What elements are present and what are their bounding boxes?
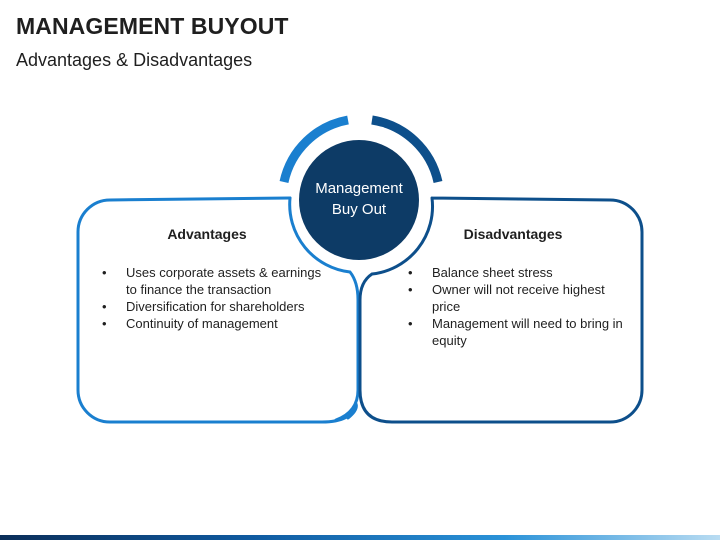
list-item: Balance sheet stress — [406, 264, 628, 281]
page-subtitle: Advantages & Disadvantages — [16, 50, 253, 70]
page-title: MANAGEMENT BUYOUT — [16, 13, 289, 39]
list-item: Continuity of management — [100, 315, 322, 332]
disadvantages-panel-outline — [358, 196, 644, 424]
footer-gradient-bar — [0, 535, 720, 540]
center-label-line-1: Management — [315, 180, 403, 197]
right-arc-accent — [371, 115, 443, 184]
advantages-panel-inner-edge — [288, 196, 360, 422]
list-item: Uses corporate assets & earnings to fina… — [100, 264, 322, 298]
left-arc-accent — [279, 115, 349, 184]
list-item: Owner will not receive highest price — [406, 281, 628, 315]
center-label: Management Buy Out — [300, 178, 418, 220]
disadvantages-list: Balance sheet stress Owner will not rece… — [406, 264, 628, 349]
advantages-list: Uses corporate assets & earnings to fina… — [100, 264, 322, 332]
center-circle — [299, 140, 419, 260]
list-item: Diversification for shareholders — [100, 298, 322, 315]
center-label-line-2: Buy Out — [331, 201, 387, 218]
disadvantages-title: Disadvantages — [463, 226, 563, 242]
list-item: Management will need to bring in equity — [406, 315, 628, 349]
advantages-title: Advantages — [167, 226, 247, 242]
